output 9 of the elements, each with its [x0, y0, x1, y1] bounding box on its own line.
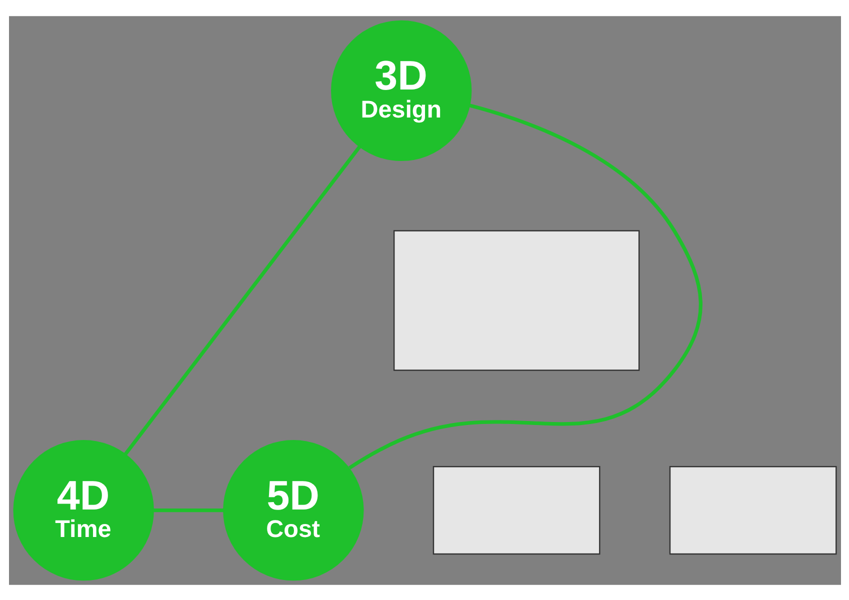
- connector: [153, 508, 224, 512]
- node-circle: 5D Cost: [222, 439, 364, 580]
- node-circle: 3D Design: [330, 20, 472, 161]
- connector: [348, 103, 702, 469]
- connector: [123, 145, 360, 455]
- node-box: [432, 466, 600, 554]
- node-box: [392, 230, 640, 370]
- node-circle: 4D Time: [12, 439, 154, 580]
- node-box: [668, 466, 836, 554]
